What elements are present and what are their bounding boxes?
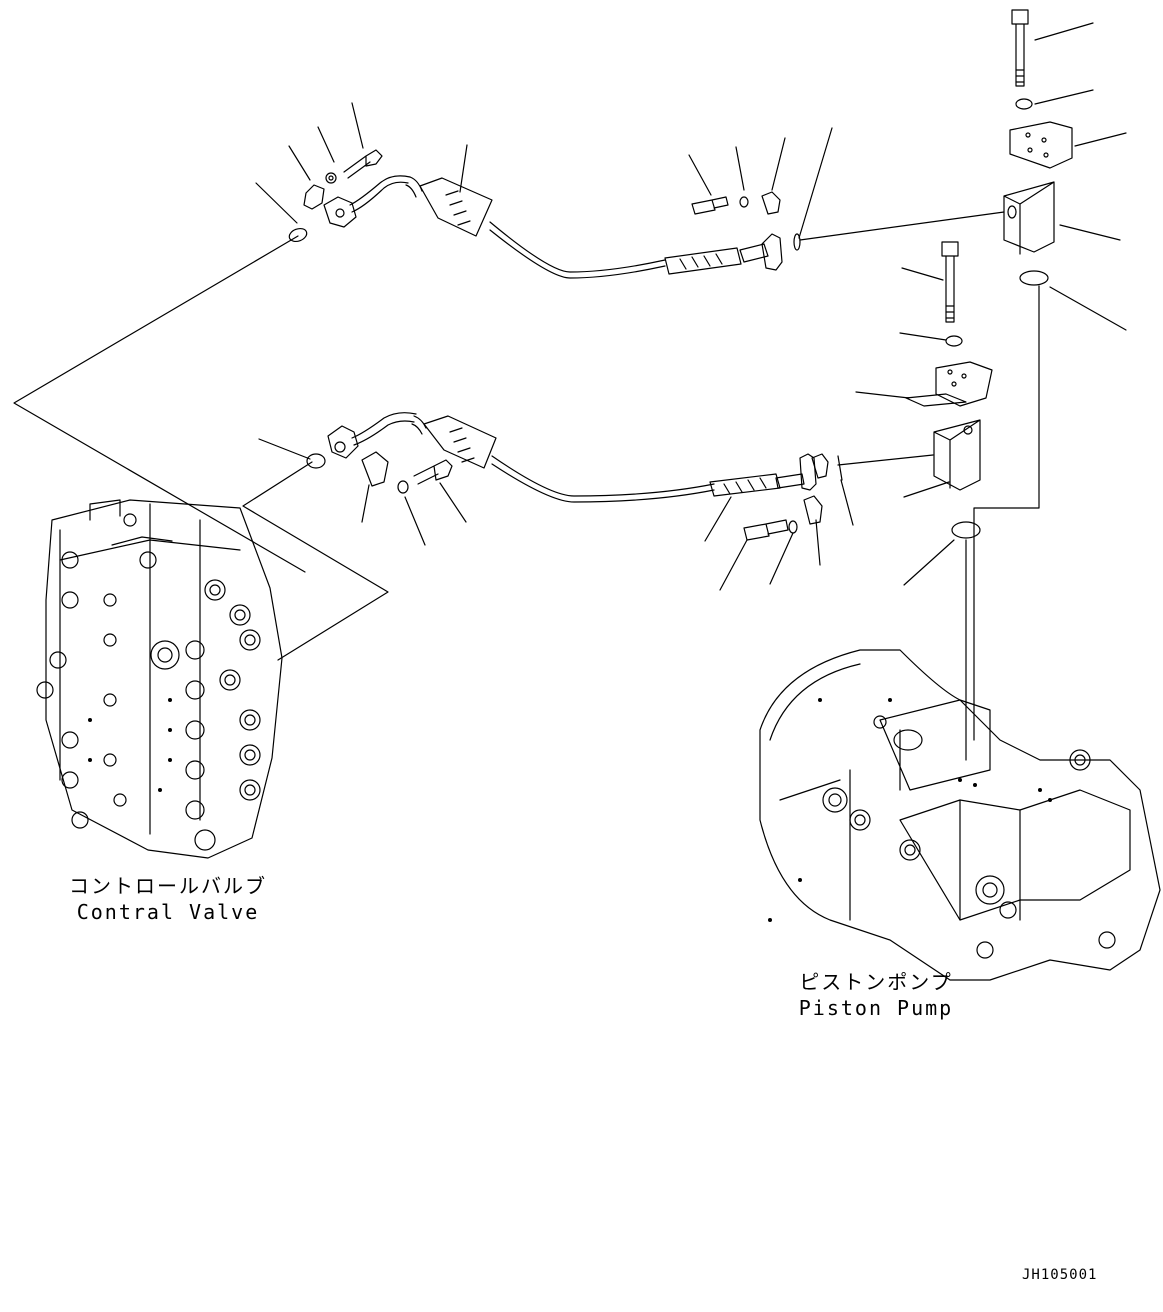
split-flange [303,184,325,210]
block [1003,181,1055,255]
split-flange [803,495,823,525]
split-flange [761,191,781,215]
piston-pump-label-en: Piston Pump [798,996,954,1020]
bolt [691,196,729,215]
bracket-blocks [905,9,1073,539]
tube-flange [799,453,817,491]
hose-sleeve [419,177,493,237]
drawing-code: JH105001 [1022,1267,1098,1283]
routing-lines [13,211,1040,761]
o-ring [306,453,326,469]
bracket [905,361,993,407]
tube-flange [323,196,357,228]
o-ring [793,233,801,251]
piston-pump-label-jp: ピストンポンプ [799,970,953,994]
leader-lines [255,22,1127,591]
hose-end [664,247,742,275]
o-ring [288,227,308,243]
washer [1015,98,1033,110]
o-ring [951,521,981,539]
block [933,419,981,491]
valve-ports [36,513,261,851]
bolt [343,149,383,179]
lower-tube-assembly [306,412,843,541]
long-bolt [1011,9,1029,87]
upper-tube-assembly [288,149,801,279]
hose-end [709,473,781,497]
bolt [743,519,789,541]
tube-flange [761,233,783,271]
control-valve-label-en: Contral Valve [76,900,260,924]
plate [1009,121,1073,169]
control-valve-label-jp: コントロールバルブ [69,874,267,898]
washer [945,335,963,347]
washer [788,520,798,534]
washer [739,196,749,208]
bolt [413,459,453,485]
tube-flange [327,425,359,459]
washer [397,480,409,494]
split-flange [361,451,389,487]
hose-sleeve [423,415,497,469]
piston-pump-illustration [759,649,1161,981]
o-ring [1019,270,1049,286]
control-valve-illustration [36,499,283,859]
long-bolt [941,241,959,323]
